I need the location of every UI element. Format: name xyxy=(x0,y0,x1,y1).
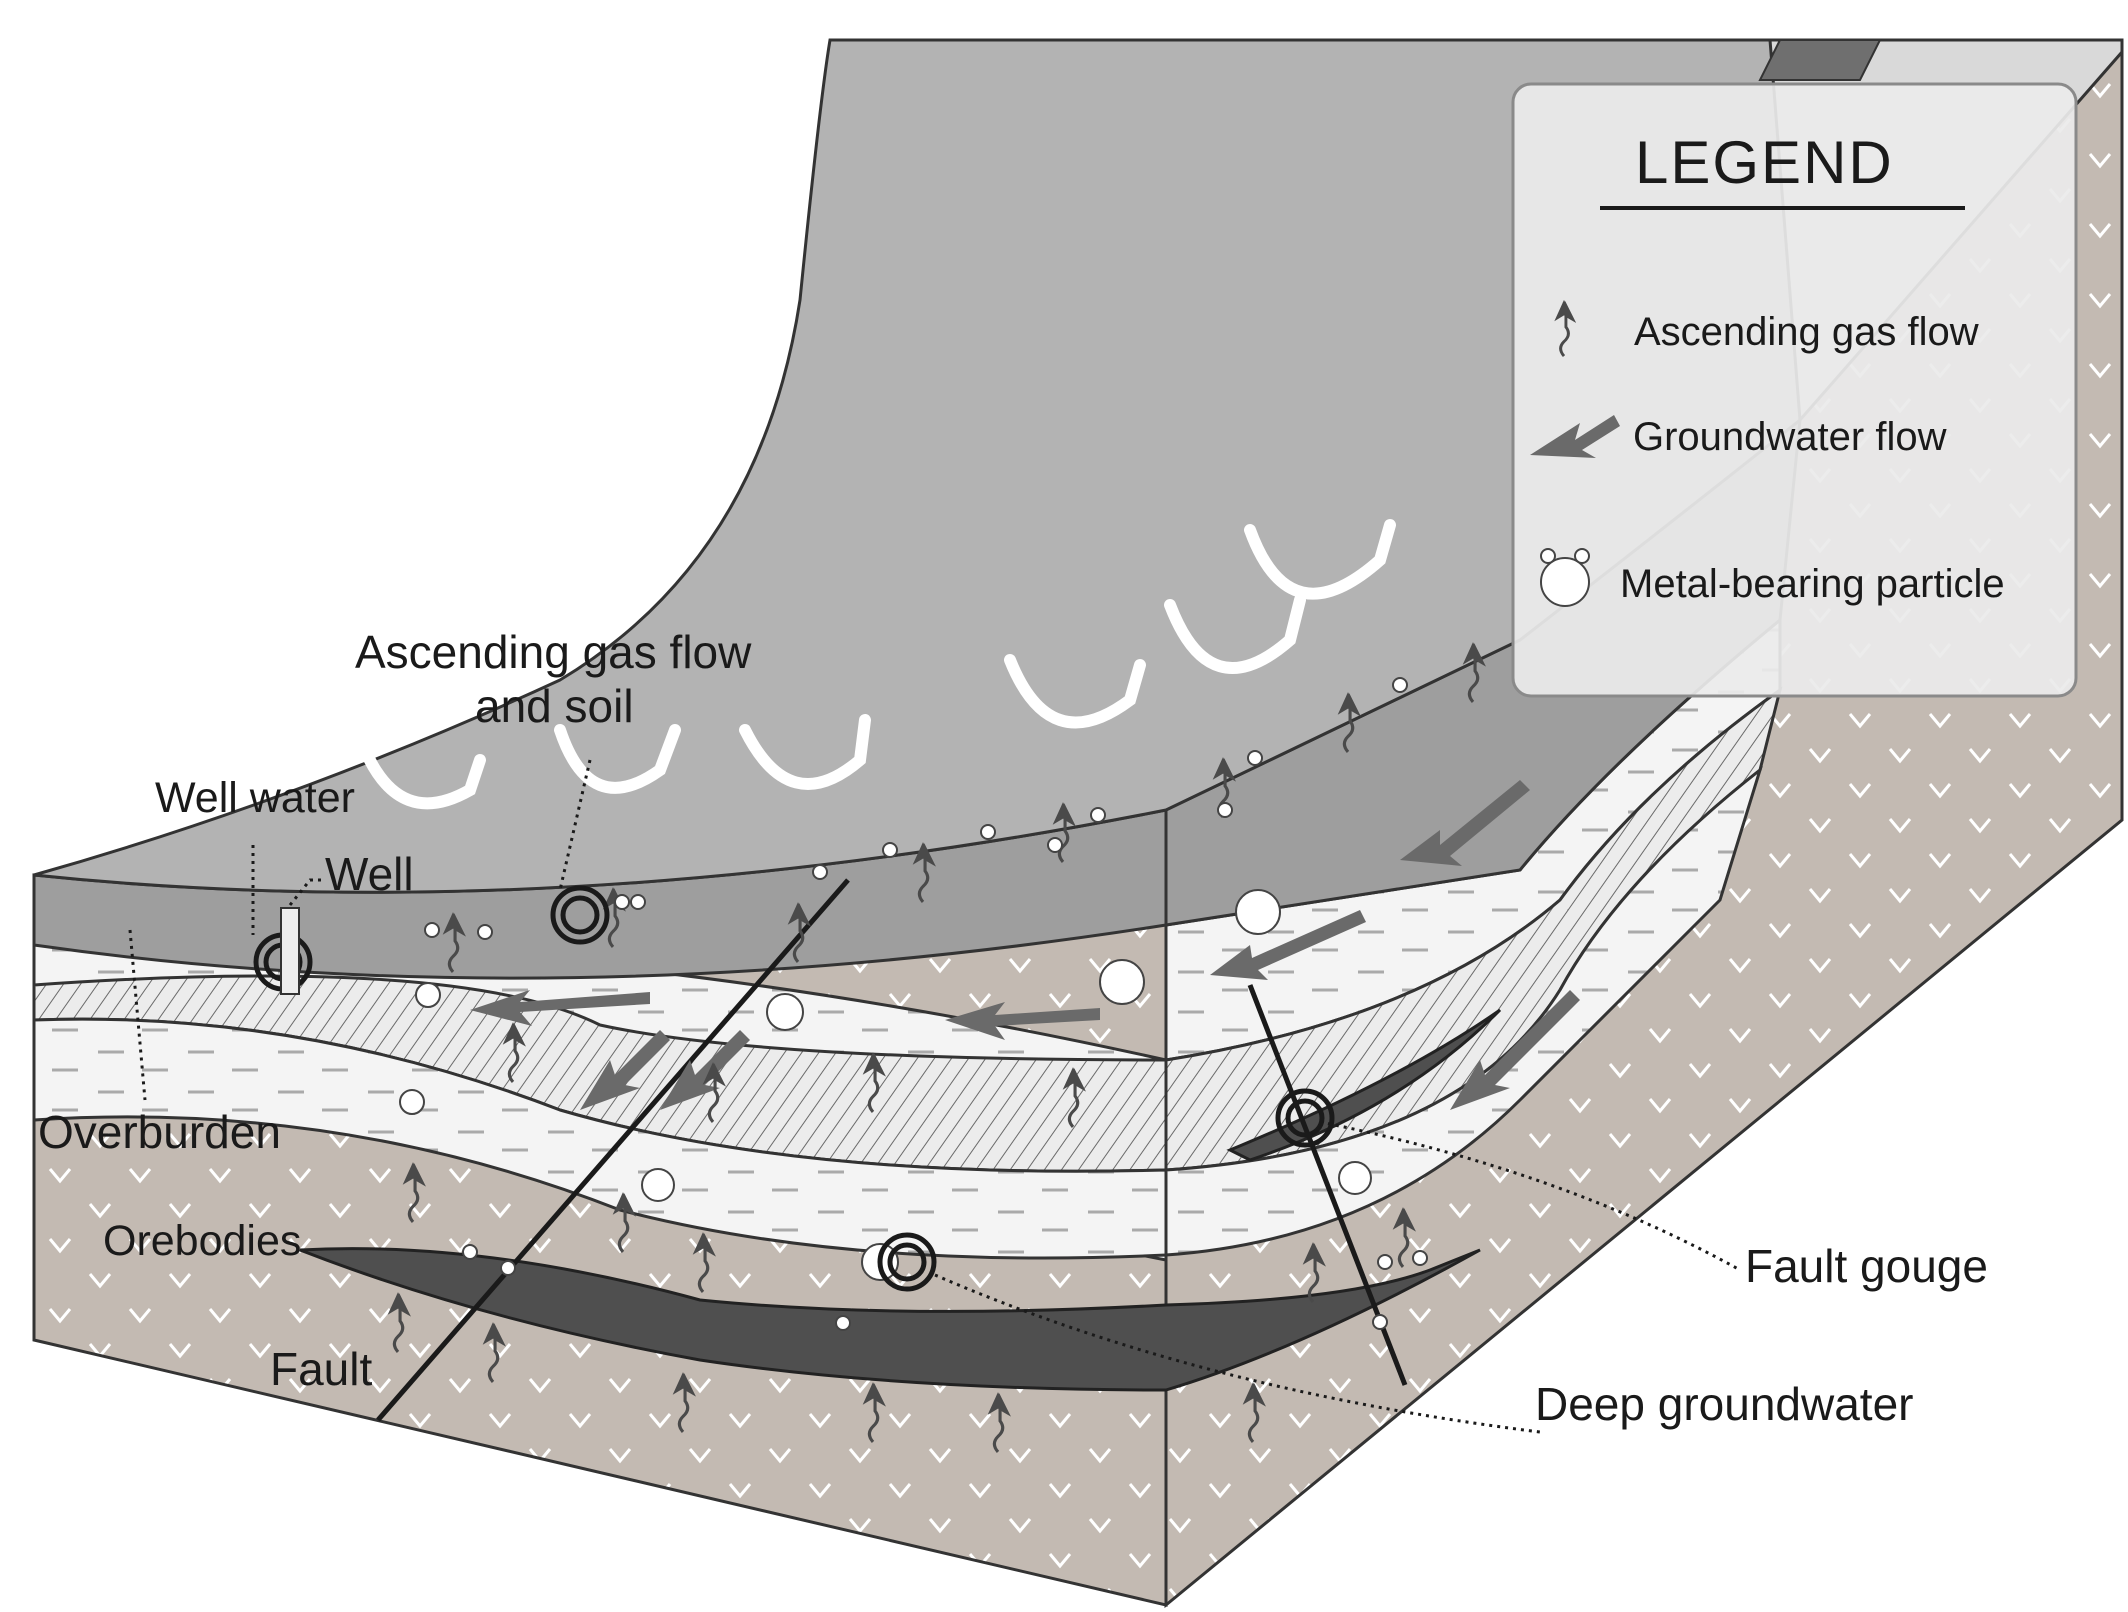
diagram-labels: Ascending gas flow and soil Well water W… xyxy=(38,626,1988,1430)
legend-title: LEGEND xyxy=(1635,129,1894,196)
groundwater-arrows xyxy=(470,780,1580,1110)
well-casing xyxy=(280,907,300,995)
label-deep-groundwater: Deep groundwater xyxy=(1535,1378,1913,1430)
groundwater-flow-icon xyxy=(1530,415,1620,458)
label-well: Well xyxy=(325,848,414,900)
label-orebodies: Orebodies xyxy=(103,1217,301,1265)
label-gas-flow-soil-1: Ascending gas flow xyxy=(355,626,752,678)
metal-bearing-particle-icon xyxy=(1540,548,1590,607)
legend-box xyxy=(1511,82,2078,698)
legend-item-label: Groundwater flow xyxy=(1633,415,1947,459)
label-well-water: Well water xyxy=(155,774,355,822)
surface-gas-swirls xyxy=(359,519,1396,810)
label-fault: Fault xyxy=(270,1343,372,1395)
leader-lines xyxy=(128,759,1741,1434)
legend-item-label: Ascending gas flow xyxy=(1634,310,1979,354)
metal-particles xyxy=(399,677,1428,1331)
legend-item-label: Metal-bearing particle xyxy=(1620,562,2005,606)
label-gas-flow-soil-2: and soil xyxy=(475,680,634,732)
label-overburden: Overburden xyxy=(38,1106,281,1158)
label-fault-gouge: Fault gouge xyxy=(1745,1240,1988,1292)
legend: LEGEND Ascending gas flow Groundwater fl… xyxy=(1511,82,2078,698)
